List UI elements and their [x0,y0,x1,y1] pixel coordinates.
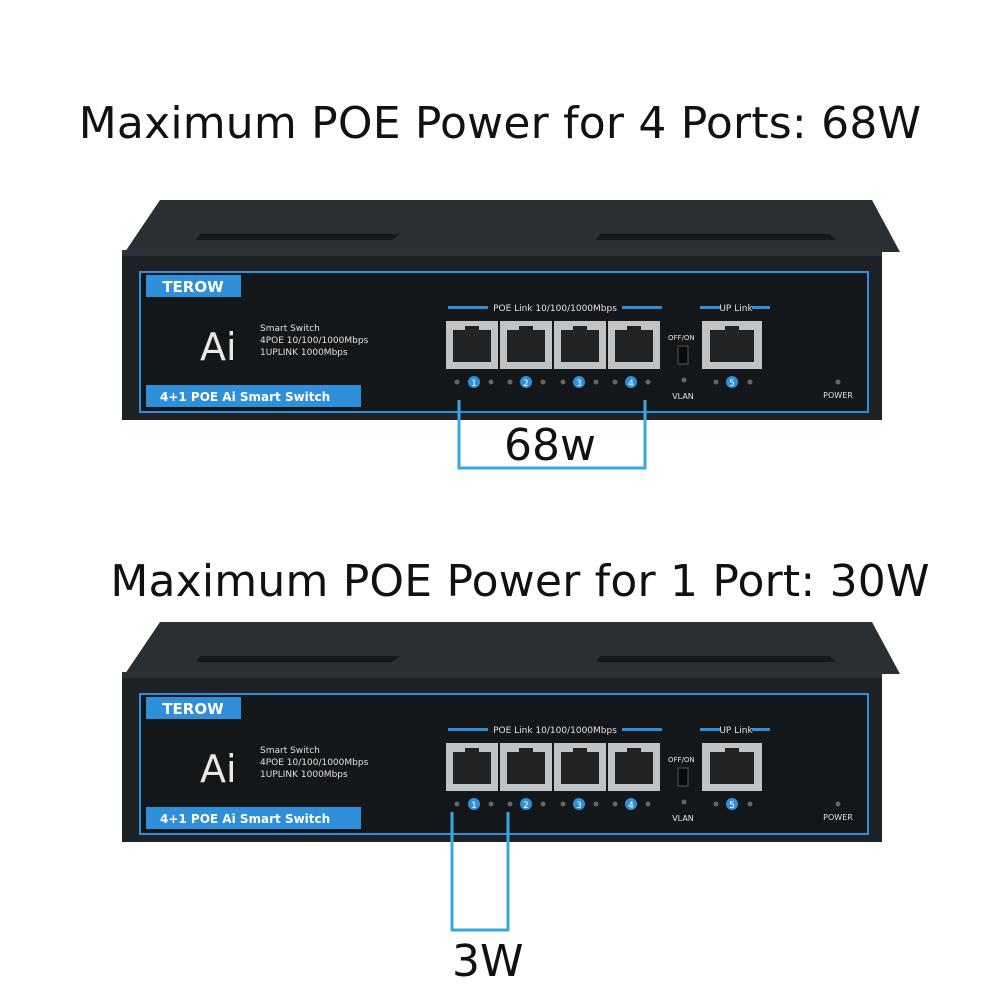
brand-label: TEROW [162,278,224,296]
uplink-label: UP Link [719,304,753,314]
callout-3w: 3W [452,936,524,987]
vlan-label: VLAN [672,814,694,823]
power-led [835,379,841,385]
rj45-port-4 [608,743,660,791]
port-number-4: 4 [628,379,634,389]
port-number-1: 1 [471,801,477,811]
port-number-5: 5 [729,801,735,811]
spec-line-2: 4POE 10/100/1000Mbps [260,336,369,346]
port-number-4: 4 [628,801,634,811]
port-number-3: 3 [576,379,582,389]
switch-illustration: TEROW Ai Smart Switch 4POE 10/100/1000Mb… [122,622,900,842]
rj45-port-3 [554,743,606,791]
off-on-label: OFF/ON [668,756,695,764]
callout-68w: 68w [504,420,596,471]
ai-logo: Ai [200,747,237,791]
spec-line-3: 1UPLINK 1000Mbps [260,348,348,358]
poe-link-label: POE Link 10/100/1000Mbps [493,304,617,314]
rj45-port-1 [446,743,498,791]
rj45-port-2 [500,743,552,791]
spec-line-2: 4POE 10/100/1000Mbps [260,758,369,768]
model-strip-label: 4+1 POE Ai Smart Switch [160,390,330,404]
rj45-port-1 [446,321,498,369]
uplink-label: UP Link [719,726,753,736]
spec-line-3: 1UPLINK 1000Mbps [260,770,348,780]
rj45-port-5-uplink [702,321,762,369]
vlan-toggle-switch [677,767,689,787]
ai-logo: Ai [200,325,237,369]
power-led [835,801,841,807]
port-number-2: 2 [523,379,529,389]
rj45-port-2 [500,321,552,369]
headline-4-ports: Maximum POE Power for 4 Ports: 68W [78,98,922,149]
power-label: POWER [823,813,853,822]
model-strip-label: 4+1 POE Ai Smart Switch [160,812,330,826]
off-on-label: OFF/ON [668,334,695,342]
spec-line-1: Smart Switch [260,324,320,334]
port-number-2: 2 [523,801,529,811]
port-number-3: 3 [576,801,582,811]
rj45-port-5-uplink [702,743,762,791]
vlan-label: VLAN [672,392,694,401]
poe-switch-image-top: TEROW Ai Smart Switch 4POE 10/100/1000Mb… [0,190,1000,470]
port-number-1: 1 [471,379,477,389]
spec-line-1: Smart Switch [260,746,320,756]
switch-illustration: TEROW Ai Smart Switch 4POE 10/100/1000Mb… [122,200,900,420]
poe-link-label: POE Link 10/100/1000Mbps [493,726,617,736]
rj45-port-4 [608,321,660,369]
brand-label: TEROW [162,700,224,718]
poe-switch-image-bottom: TEROW Ai Smart Switch 4POE 10/100/1000Mb… [0,612,1000,892]
vlan-toggle-switch [677,345,689,365]
port-number-5: 5 [729,379,735,389]
headline-1-port: Maximum POE Power for 1 Port: 30W [110,556,930,607]
rj45-port-3 [554,321,606,369]
power-label: POWER [823,391,853,400]
